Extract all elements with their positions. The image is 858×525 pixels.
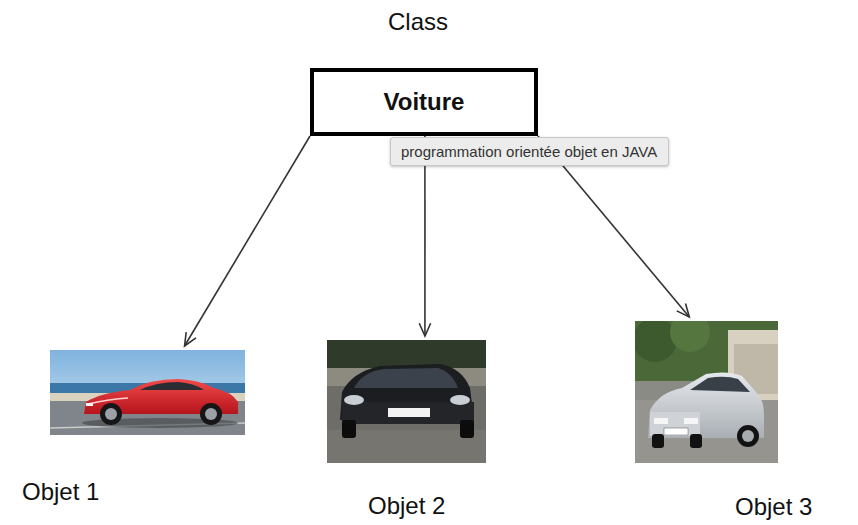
arrow-connector — [419, 136, 430, 336]
arrow-connector — [185, 136, 310, 346]
object-label: Objet 2 — [368, 492, 445, 520]
red-car-photo — [50, 350, 245, 435]
black-car-photo — [327, 340, 486, 463]
object-label: Objet 3 — [735, 493, 812, 521]
object-picture: Objet 2 — [327, 340, 486, 463]
object-label: Objet 1 — [22, 478, 99, 506]
class-name: Voiture — [384, 88, 465, 116]
tooltip-box: programmation orientée objet en JAVA — [390, 137, 669, 166]
class-box: Voiture — [310, 68, 538, 136]
heading-label: Class — [388, 8, 448, 36]
tooltip-text: programmation orientée objet en JAVA — [401, 143, 657, 160]
object-picture: Objet 3 — [635, 321, 778, 463]
object-picture: Objet 1 — [50, 350, 245, 435]
silver-car-photo — [635, 321, 778, 463]
